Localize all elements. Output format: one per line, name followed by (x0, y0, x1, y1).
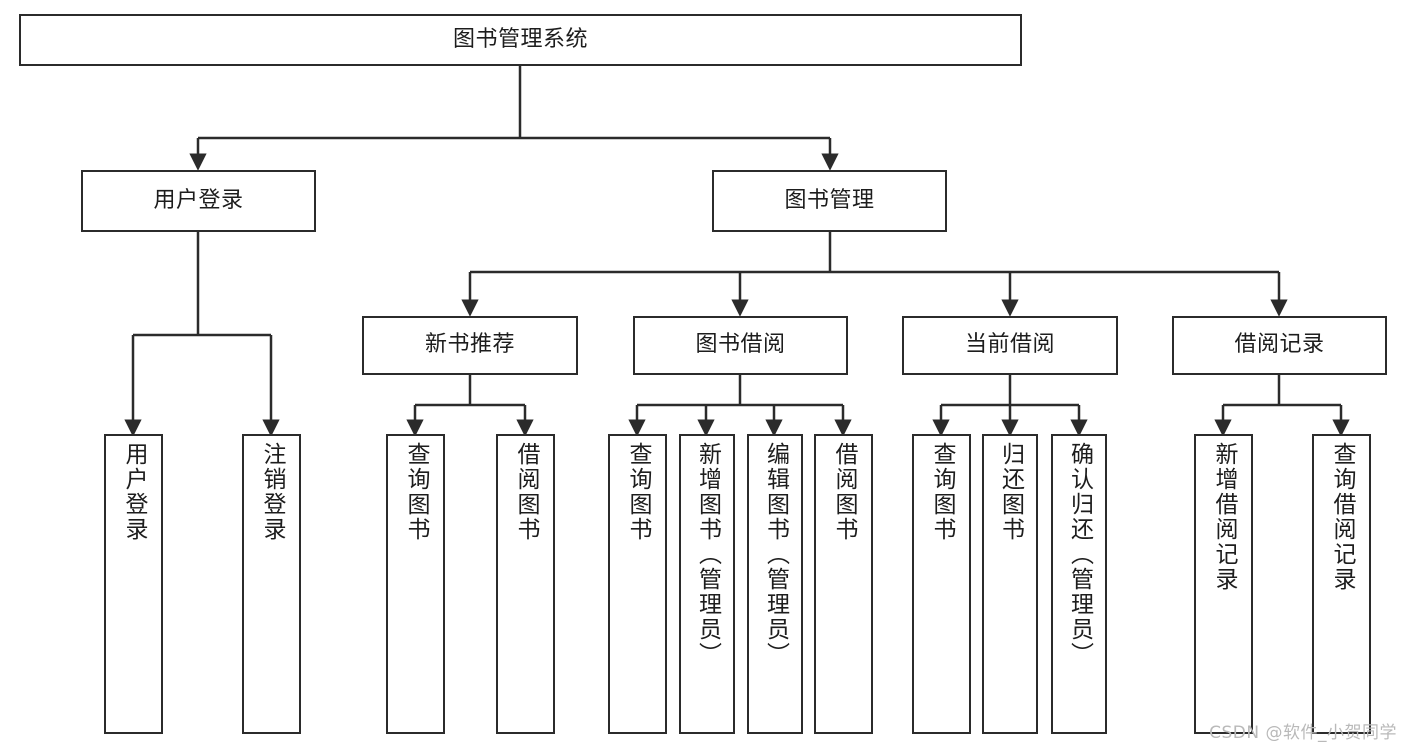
node-new-book-recommend[interactable]: 新书推荐 (362, 316, 578, 375)
node-root-system[interactable]: 图书管理系统 (19, 14, 1022, 66)
leaf-confirm-return-admin[interactable]: 确认归还（管理员） (1051, 434, 1107, 734)
node-label: 借阅图书 (831, 442, 857, 542)
node-label: 用户登录 (121, 442, 147, 542)
node-label: 新书推荐 (424, 332, 515, 358)
node-borrow-records[interactable]: 借阅记录 (1172, 316, 1387, 375)
node-label: 确认归还（管理员） (1066, 442, 1093, 667)
node-label: 借阅图书 (513, 442, 539, 542)
node-label: 借阅记录 (1234, 332, 1325, 358)
node-label: 归还图书 (997, 442, 1024, 542)
node-label: 注销登录 (259, 442, 285, 542)
node-label: 图书管理 (784, 187, 875, 213)
node-label: 新增借阅记录 (1211, 442, 1237, 592)
leaf-return-book[interactable]: 归还图书 (982, 434, 1038, 734)
leaf-query-book-current[interactable]: 查询图书 (912, 434, 971, 734)
leaf-add-borrow-record[interactable]: 新增借阅记录 (1194, 434, 1253, 734)
leaf-edit-book-admin[interactable]: 编辑图书（管理员） (747, 434, 803, 734)
node-label: 查询图书 (929, 442, 955, 542)
node-label: 查询图书 (625, 442, 651, 542)
node-book-management[interactable]: 图书管理 (712, 170, 947, 232)
leaf-logout[interactable]: 注销登录 (242, 434, 301, 734)
leaf-borrow-book[interactable]: 借阅图书 (814, 434, 873, 734)
watermark-text: CSDN @软件_小贺同学 (1209, 723, 1397, 743)
leaf-add-book-admin[interactable]: 新增图书（管理员） (679, 434, 735, 734)
node-label: 图书借阅 (695, 332, 786, 358)
leaf-query-book-borrow[interactable]: 查询图书 (608, 434, 667, 734)
node-label: 新增图书（管理员） (694, 442, 721, 667)
leaf-query-book-recommend[interactable]: 查询图书 (386, 434, 445, 734)
node-label: 查询图书 (403, 442, 429, 542)
node-label: 图书管理系统 (452, 26, 588, 52)
node-label: 用户登录 (153, 187, 244, 213)
node-current-borrow[interactable]: 当前借阅 (902, 316, 1118, 375)
node-label: 查询借阅记录 (1329, 442, 1355, 592)
node-book-borrow[interactable]: 图书借阅 (633, 316, 848, 375)
leaf-user-login[interactable]: 用户登录 (104, 434, 163, 734)
node-label: 当前借阅 (964, 332, 1055, 358)
leaf-query-borrow-record[interactable]: 查询借阅记录 (1312, 434, 1371, 734)
node-user-login[interactable]: 用户登录 (81, 170, 316, 232)
leaf-borrow-book-recommend[interactable]: 借阅图书 (496, 434, 555, 734)
node-label: 编辑图书（管理员） (762, 442, 789, 667)
